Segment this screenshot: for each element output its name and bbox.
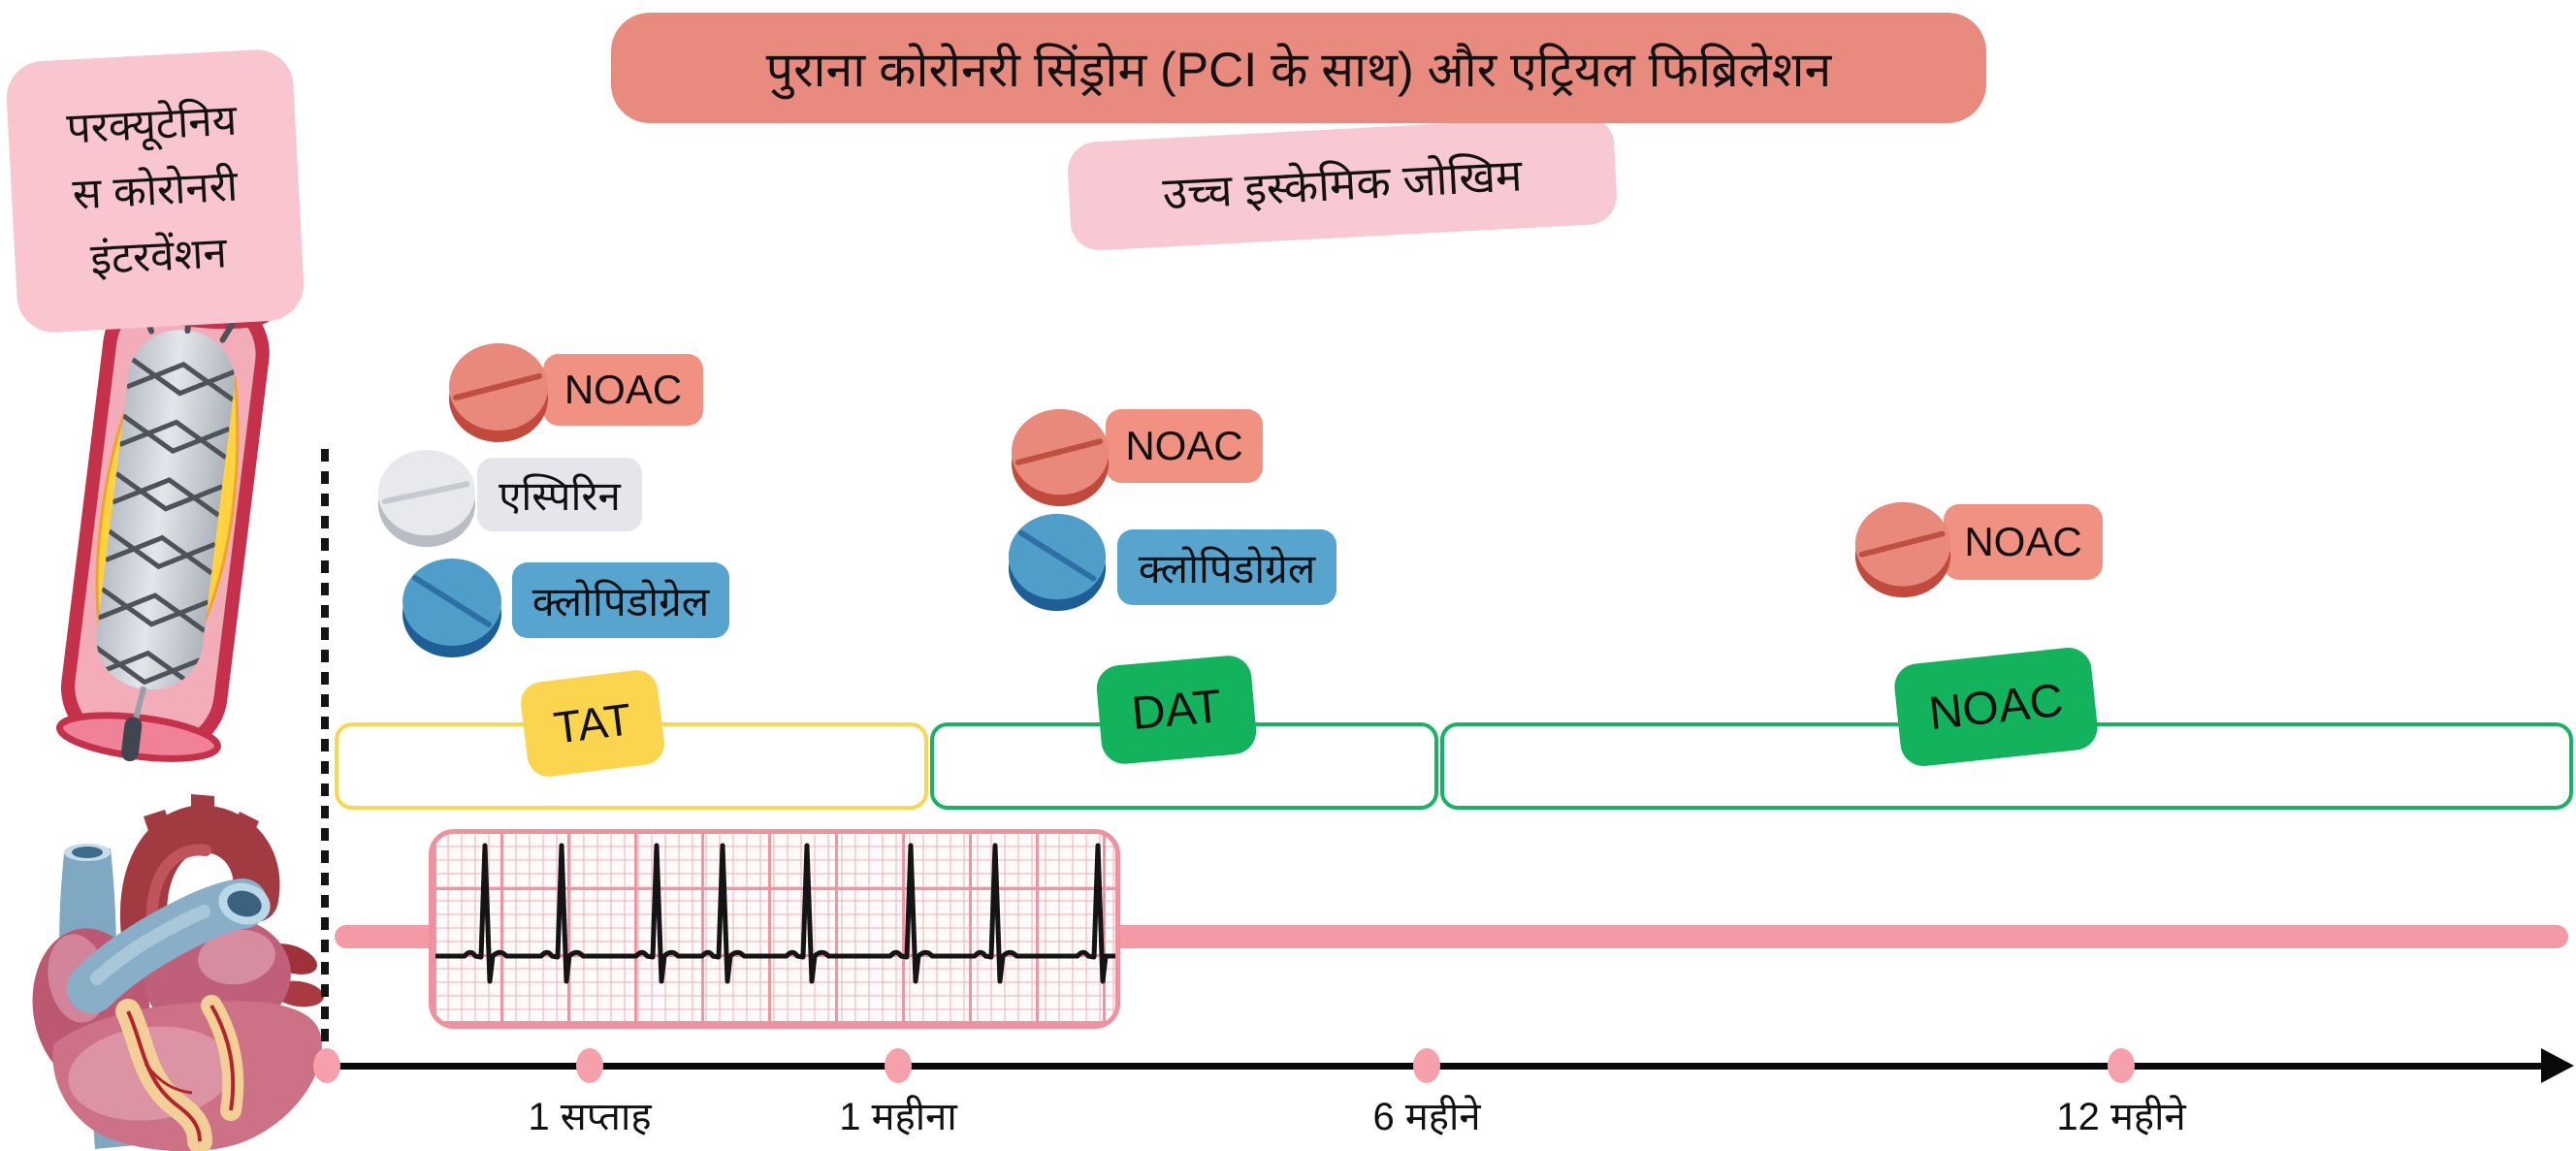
clopidogrel-pill-icon xyxy=(402,559,501,657)
tick-label-1week: 1 सप्ताह xyxy=(528,1088,651,1141)
pci-label-line1: परक्यूटेनिय xyxy=(65,96,239,153)
tick-dot-1week xyxy=(576,1048,603,1083)
noac-label-text: NOAC xyxy=(1125,423,1243,468)
tick-label-text: 12 महीने xyxy=(2056,1096,2186,1138)
page-title: पुराना कोरोनरी सिंड्रोम (PCI के साथ) और … xyxy=(611,13,1986,123)
noac-pill-icon xyxy=(1854,501,1951,598)
tick-label-text: 1 सप्ताह xyxy=(528,1096,652,1138)
tick-dot-12months xyxy=(2108,1048,2135,1083)
pci-label: परक्यूटेनिय स कोरोनरी इंटरवेंशन xyxy=(4,48,306,335)
noac-tag-text: NOAC xyxy=(1926,674,2066,740)
ecg-trace xyxy=(435,843,1115,984)
noac-label-phase1: NOAC xyxy=(543,354,703,426)
noac-pill-icon xyxy=(1011,408,1110,507)
heart-illustration xyxy=(32,794,324,1151)
timeline-arrowhead-icon xyxy=(2541,1048,2574,1083)
clopidogrel-label-phase2: क्लोपिडोग्रेल xyxy=(1117,529,1336,605)
tick-dot-start xyxy=(313,1048,340,1083)
noac-label-phase3: NOAC xyxy=(1944,504,2103,580)
clopidogrel-label-text: क्लोपिडोग्रेल xyxy=(531,578,710,624)
aspirin-label: एस्पिरिन xyxy=(477,458,642,531)
ecg-strip xyxy=(429,829,1120,1029)
tick-label-6months: 6 महीने xyxy=(1372,1088,1480,1141)
pci-start-dotted-line xyxy=(321,449,329,1070)
page-subtitle-text: उच्च इस्केमिक जोखिम xyxy=(1161,149,1524,219)
noac-tag: NOAC xyxy=(1892,645,2100,769)
noac-label-phase2: NOAC xyxy=(1106,409,1263,483)
noac-pill-icon xyxy=(449,343,548,442)
tick-dot-6months xyxy=(1413,1048,1440,1083)
stent-artery-illustration xyxy=(56,185,274,762)
tick-label-text: 6 महीने xyxy=(1372,1096,1481,1138)
page-title-text: पुराना कोरोनरी सिंड्रोम (PCI के साथ) और … xyxy=(765,43,1832,97)
tick-label-1month: 1 महीना xyxy=(839,1088,956,1141)
page-subtitle: उच्च इस्केमिक जोखिम xyxy=(1066,114,1619,252)
tick-dot-1month xyxy=(885,1048,912,1083)
pci-label-line3: इंटरवेंशन xyxy=(89,229,229,284)
dat-tag: DAT xyxy=(1094,654,1259,766)
clopidogrel-label-phase1: क्लोपिडोग्रेल xyxy=(512,562,729,638)
tat-tag-text: TAT xyxy=(551,693,634,753)
tat-tag: TAT xyxy=(518,667,667,780)
noac-label-text: NOAC xyxy=(564,367,683,412)
noac-label-text: NOAC xyxy=(1964,519,2082,564)
clopidogrel-pill-icon xyxy=(1008,513,1107,612)
tick-label-12months: 12 महीने xyxy=(2056,1088,2185,1141)
pci-label-line2: स कोरोनरी xyxy=(71,162,240,219)
aspirin-label-text: एस्पिरिन xyxy=(499,472,621,519)
clopidogrel-label-text: क्लोपिडोग्रेल xyxy=(1138,545,1316,591)
aspirin-pill-icon xyxy=(377,449,476,548)
dat-tag-text: DAT xyxy=(1129,680,1224,740)
tick-label-text: 1 महीना xyxy=(839,1096,957,1138)
